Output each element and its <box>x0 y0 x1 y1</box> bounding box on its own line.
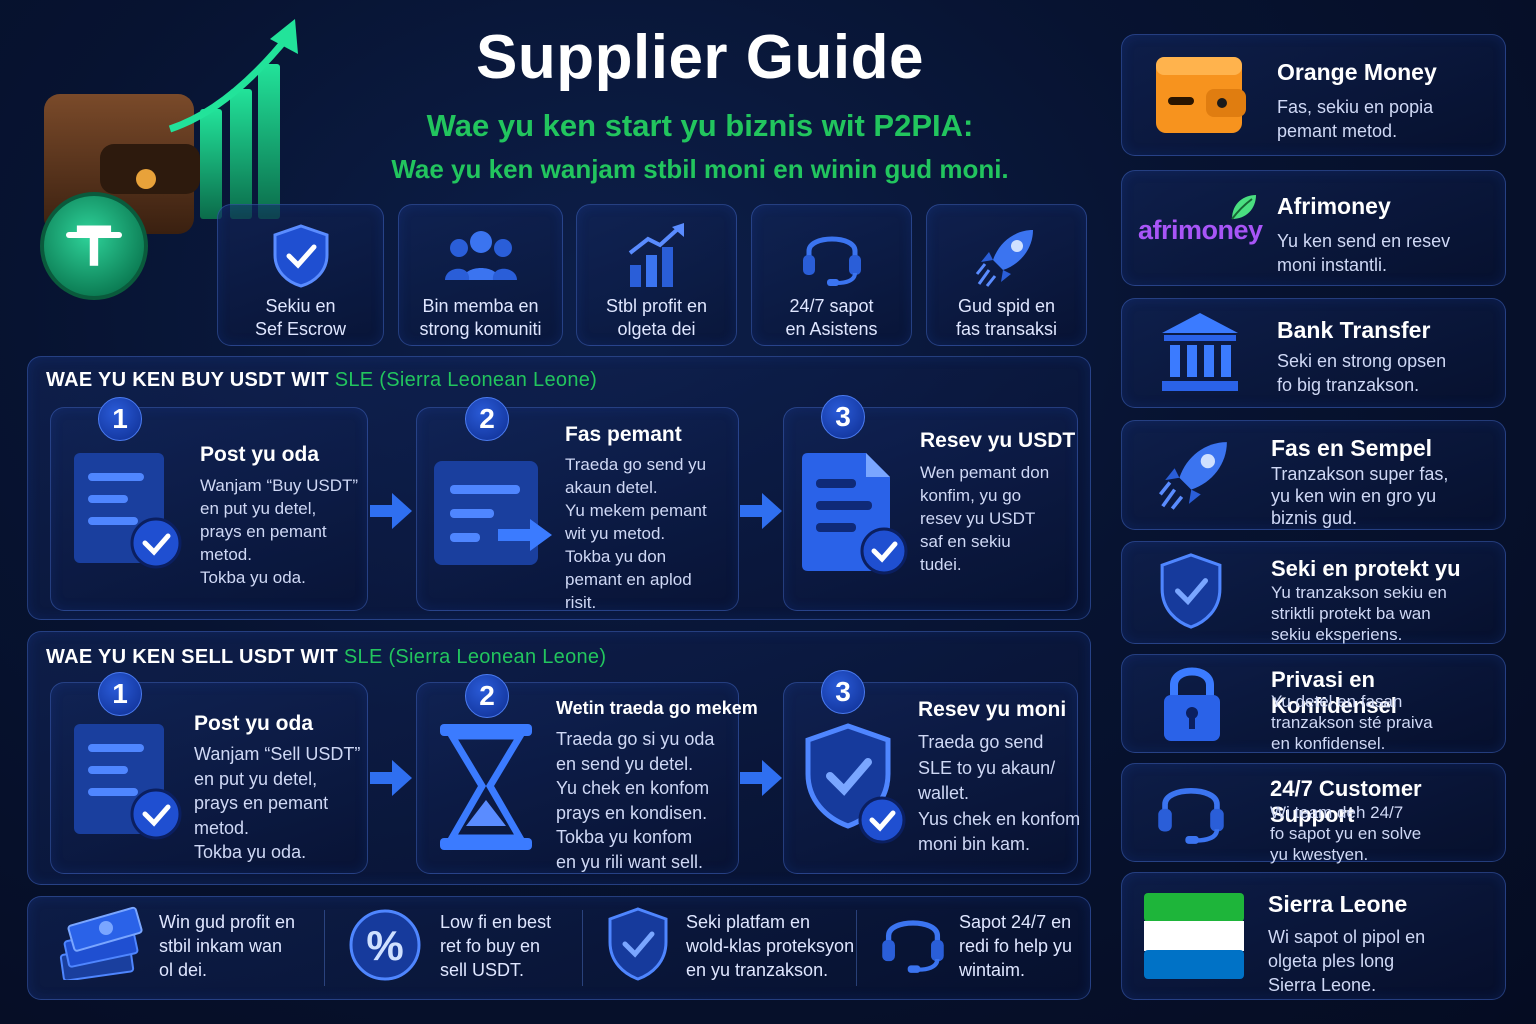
arrow-right-icon <box>370 760 412 796</box>
feature-label: Gud spid en fas transaksi <box>955 296 1058 339</box>
buy-section: WAE YU KEN BUY USDT WIT SLE (Sierra Leon… <box>27 356 1091 620</box>
option-title: 24/7 Customer Support <box>1270 776 1422 827</box>
feature-label: Sekiu en Sef Escrow <box>254 296 347 339</box>
step-body: Traeda go si yu oda en send yu detel. Yu… <box>556 729 715 872</box>
rocket-icon <box>1158 442 1227 510</box>
headset-icon <box>882 920 944 973</box>
wallet-growth-illustration: T <box>40 19 298 300</box>
option-body: Tranzakson super fas, yu ken win en gro … <box>1271 464 1449 528</box>
percent-icon: % <box>349 909 421 981</box>
feature-label: Bin memba en strong komuniti <box>419 296 542 339</box>
feature-fast-simple: Fas en Sempel Tranzakson super fas, yu k… <box>1121 420 1506 530</box>
growth-chart-icon <box>628 223 684 287</box>
svg-text:%: % <box>366 922 403 969</box>
community-icon <box>444 231 517 280</box>
padlock-icon <box>1164 667 1220 741</box>
option-title: Sierra Leone <box>1268 891 1408 917</box>
step-body: Traeda go send SLE to yu akaun/ wallet. … <box>918 732 1081 854</box>
feature-profit: Stbl profit en olgeta dei <box>576 204 737 346</box>
payment-transfer-icon <box>434 461 552 565</box>
step-number: 2 <box>465 674 509 718</box>
region-sierra-leone: Sierra Leone Wi sapot ol pipol en olgeta… <box>1121 872 1506 1000</box>
step-body: Wanjam “Buy USDT” en put yu detel, prays… <box>200 476 359 587</box>
option-body: Yu detel en fasan tranzakson sté praiva … <box>1271 692 1433 753</box>
option-body: Yu tranzakson sekiu en striktli protekt … <box>1271 583 1447 644</box>
headset-icon <box>802 236 861 286</box>
rocket-icon <box>975 230 1033 287</box>
subtitle-primary: Wae yu ken start yu biznis wit P2PIA: <box>426 108 974 143</box>
sierra-leone-flag-icon <box>1144 893 1244 979</box>
page-title: Supplier Guide <box>476 23 924 92</box>
step-title: Post yu oda <box>200 443 320 466</box>
shield-check-icon <box>805 723 906 844</box>
feature-customer-support: 24/7 Customer Support Wi team deh 24/7 f… <box>1121 763 1506 864</box>
option-title: Seki en protekt yu <box>1271 556 1461 581</box>
option-body: Yu ken send en resev moni instantli. <box>1277 231 1451 275</box>
feature-privacy: Privasi en Konfidensel Yu detel en fasan… <box>1121 654 1506 753</box>
feature-support: 24/7 sapot en Asistens <box>751 204 912 346</box>
divider <box>324 910 325 986</box>
step-body: Wen pemant don konfim, yu go resev yu US… <box>920 463 1050 574</box>
sell-section: WAE YU KEN SELL USDT WIT SLE (Sierra Leo… <box>27 631 1091 885</box>
sell-section-title: WAE YU KEN SELL USDT WIT SLE (Sierra Leo… <box>46 646 607 668</box>
buy-section-title: WAE YU KEN BUY USDT WIT SLE (Sierra Leon… <box>46 369 598 391</box>
svg-text:T: T <box>76 214 111 279</box>
arrow-right-icon <box>740 760 782 796</box>
document-check-icon <box>74 453 182 569</box>
benefits-strip <box>27 896 1091 1000</box>
option-body: Wi team deh 24/7 fo sapot yu en solve yu… <box>1270 803 1422 864</box>
option-title: Bank Transfer <box>1277 317 1431 343</box>
feature-community: Bin memba en strong komuniti <box>398 204 563 346</box>
option-title: Afrimoney <box>1277 193 1391 219</box>
step-number: 2 <box>465 397 509 441</box>
benefit-text: Sapot 24/7 en redi fo help yu wintaim. <box>959 912 1073 980</box>
bank-icon <box>1162 313 1238 391</box>
step-body: Traeda go send yu akaun detel. Yu mekem … <box>565 455 707 612</box>
document-check-icon <box>74 724 182 840</box>
subtitle-secondary: Wae yu ken wanjam stbil moni en winin gu… <box>391 154 1009 184</box>
option-title: Fas en Sempel <box>1271 435 1433 461</box>
option-body: Fas, sekiu en popia pemant metod. <box>1277 97 1434 141</box>
benefit-text: Seki platfam en wold-klas proteksyon en … <box>686 912 855 980</box>
headset-icon <box>1158 787 1224 844</box>
payment-bank-transfer: Bank Transfer Seki en strong opsen fo bi… <box>1121 298 1506 408</box>
payment-afrimoney: afrimoney Afrimoney Yu ken send en resev… <box>1121 170 1506 286</box>
step-title: Post yu oda <box>194 712 314 735</box>
step-title: Resev yu USDT <box>920 429 1076 452</box>
feature-label: 24/7 sapot en Asistens <box>785 296 878 339</box>
step-number: 1 <box>98 672 142 716</box>
feature-label: Stbl profit en olgeta dei <box>605 296 708 339</box>
sell-step-2 <box>416 682 739 874</box>
shield-check-icon <box>273 224 328 288</box>
step-number: 3 <box>821 395 865 439</box>
leaf-icon <box>1231 195 1256 220</box>
step-title: Resev yu moni <box>918 698 1067 721</box>
feature-speed: Gud spid en fas transaksi <box>926 204 1087 346</box>
feature-escrow: Sekiu en Sef Escrow <box>217 204 384 346</box>
step-number: 3 <box>821 670 865 714</box>
step-body: Wanjam “Sell USDT” en put yu detel, pray… <box>194 744 361 862</box>
shield-check-icon <box>1160 553 1222 629</box>
orange-wallet-icon <box>1156 57 1246 133</box>
afrimoney-logo: afrimoney <box>1138 215 1263 245</box>
step-title: Wetin traeda go mekem <box>556 698 758 718</box>
step-title: Fas pemant <box>565 423 682 446</box>
benefit-text: Low fi en best ret fo buy en sell USDT. <box>440 912 552 980</box>
receipt-check-icon <box>802 453 908 575</box>
arrow-right-icon <box>740 493 782 529</box>
option-title: Orange Money <box>1277 59 1437 85</box>
step-number: 1 <box>98 397 142 441</box>
money-stack-icon <box>59 906 143 980</box>
benefit-text: Win gud profit en stbil inkam wan ol dei… <box>159 912 296 980</box>
shield-check-icon <box>608 907 668 981</box>
option-title: Privasi en Konfidensel <box>1271 667 1397 718</box>
hourglass-icon <box>440 724 532 850</box>
option-body: Wi sapot ol pipol en olgeta ples long Si… <box>1268 927 1426 995</box>
arrow-right-icon <box>370 493 412 529</box>
feature-security: Seki en protekt yu Yu tranzakson sekiu e… <box>1121 541 1506 644</box>
option-body: Seki en strong opsen fo big tranzakson. <box>1277 351 1447 395</box>
divider <box>856 910 857 986</box>
divider <box>582 910 583 986</box>
payment-orange-money: Orange Money Fas, sekiu en popia pemant … <box>1121 34 1506 156</box>
